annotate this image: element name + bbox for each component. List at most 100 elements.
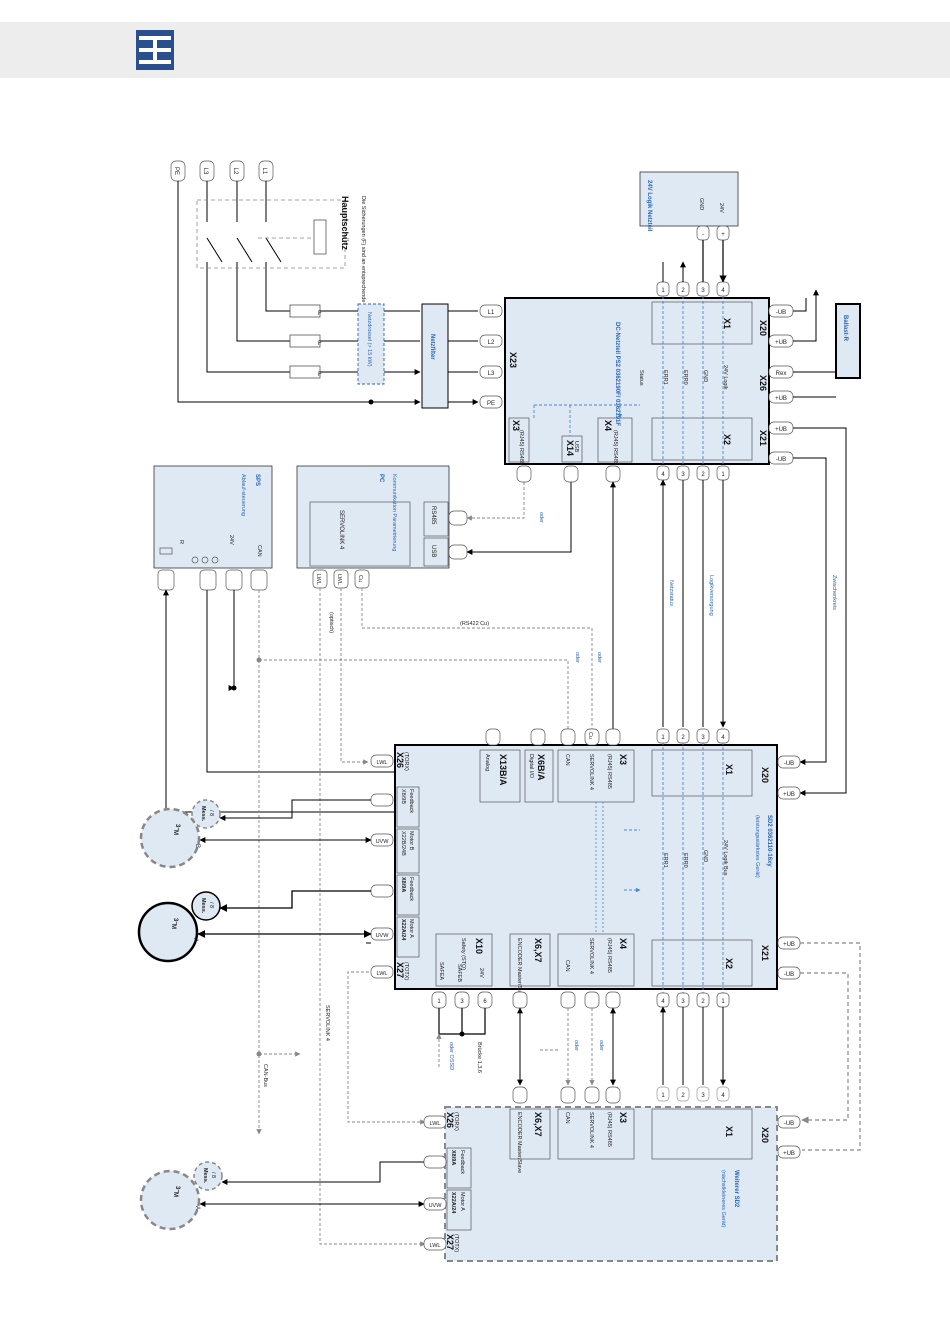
sd2-x21: X21 bbox=[760, 945, 770, 961]
sd2-x3: X3 bbox=[618, 754, 628, 765]
ps2-x1: X1 bbox=[722, 318, 732, 329]
zwischenkreis-label: Zwischenkreis bbox=[831, 575, 837, 610]
sd2b-torx: (TORX) bbox=[453, 1112, 459, 1131]
sd2-digital: Digital I/O bbox=[528, 754, 534, 779]
svg-text:+UB: +UB bbox=[783, 792, 795, 798]
fuse-label-3: F bbox=[318, 372, 322, 378]
contactor-coil bbox=[313, 219, 327, 255]
ps2-x21: X21 bbox=[758, 430, 768, 446]
fuse-label-1: F bbox=[318, 311, 322, 317]
oder-label-4: oder bbox=[573, 1040, 579, 1051]
sd2-encoder: ENCODER Master/Slave bbox=[516, 938, 522, 999]
motor-a2-sub: A bbox=[194, 1206, 200, 1210]
ps2-x3-type: (RJ45) RS485 bbox=[518, 430, 524, 465]
motor-a: 3~ M A Mess. / 8 bbox=[137, 891, 221, 963]
ps2-in-l2: L2 bbox=[488, 340, 495, 346]
logic-supply-title: 24V Logik Netzteil bbox=[646, 180, 652, 232]
sd2-x3-type: (RJ45) RS485 bbox=[606, 754, 612, 789]
sd2-analog: Analog bbox=[484, 754, 490, 771]
sd2-servolink-2: SERVOLINK 4 bbox=[588, 938, 594, 974]
sps-subtitle: Ablauf-steuerung bbox=[240, 474, 246, 516]
ps2-x2-pins: 4 3 2 1 bbox=[656, 465, 730, 481]
canbus-label: CAN-Bus bbox=[262, 1064, 268, 1087]
logic-24v-label: 24V bbox=[718, 203, 724, 213]
sd2-motorb: Motor B bbox=[408, 831, 414, 851]
sd2-x1-pins: 1 2 3 4 bbox=[656, 728, 730, 744]
sd2-port-cu: Cu bbox=[587, 732, 593, 739]
svg-text:+UB: +UB bbox=[775, 340, 787, 346]
ps2-dc-terminals: -UB +UB Rex +UB +UB -UB bbox=[768, 304, 794, 465]
mains-filter-label: Netzfilter bbox=[429, 334, 435, 360]
sd2-title: SD2 0362110-16xy bbox=[766, 815, 772, 867]
sd2-x22b: X22B/24B bbox=[400, 831, 406, 856]
phase-label-l3: L3 bbox=[202, 168, 208, 175]
logic-gnd-label: GND bbox=[698, 198, 704, 210]
oder-label-5: oder bbox=[598, 1040, 604, 1051]
logic-supply: 24V Logik Netzteil GND 24V - + bbox=[639, 171, 739, 282]
ps2-in-pe: PE bbox=[487, 401, 495, 407]
svg-text:1: 1 bbox=[661, 288, 665, 294]
fuses: F F F bbox=[289, 304, 322, 379]
motor-a2: 3~ M A Mess. / 8 bbox=[139, 1161, 223, 1231]
pc-port-cu: Cu bbox=[357, 575, 363, 582]
svg-text:+UB: +UB bbox=[783, 1151, 795, 1157]
sd2b-x1: X1 bbox=[724, 1126, 734, 1137]
phase-label-pe: PE bbox=[173, 167, 179, 175]
sps-title: SPS bbox=[254, 474, 260, 486]
sd2b-can: CAN bbox=[564, 1112, 570, 1124]
pc-port-lwl2: LWL bbox=[336, 574, 342, 585]
fuse-note: Die Sicherungen (F) sind an entsprechend… bbox=[360, 196, 366, 354]
svg-text:3: 3 bbox=[460, 999, 464, 1005]
sd2b-title: Weiterer SD2 bbox=[733, 1170, 739, 1208]
pc-subtitle: Kommunikation Parametrierung bbox=[391, 474, 397, 551]
sd2-motora: Motor A bbox=[408, 919, 414, 938]
rs422-label: (RS422 Cu) bbox=[460, 621, 489, 627]
ps2-x1-pins: 1 2 3 4 bbox=[656, 281, 730, 297]
motor-b-letter: M bbox=[172, 830, 178, 835]
sps-box: SPS Ablauf-steuerung CAN 24V R bbox=[153, 465, 273, 591]
pc-box: PC Kommunikation Parametrierung SERVOLIN… bbox=[296, 465, 468, 589]
svg-text:1: 1 bbox=[661, 1093, 665, 1099]
bruecke-label: Brücke 1,3,6 bbox=[476, 1042, 482, 1073]
sd2-x20: X20 bbox=[760, 767, 770, 783]
company-logo-icon bbox=[136, 30, 174, 70]
sd2-feedback-a: Feedback bbox=[408, 877, 414, 901]
sd2b-port-lwl1: LWL bbox=[430, 1121, 441, 1127]
sd2-x89a: X8/9A bbox=[400, 877, 406, 892]
ps2-x3: X3 bbox=[511, 420, 521, 431]
ps2-sig-err0: ERR0 bbox=[682, 370, 688, 385]
oder-label-1: oder bbox=[538, 512, 544, 523]
sd2-x2: X2 bbox=[724, 958, 734, 969]
sd2-x6b: X6B/A bbox=[536, 754, 546, 781]
sd2-servolink: SERVOLINK 4 bbox=[588, 754, 594, 790]
sd2-subtitle: (leistungsstärkstes Gerät) bbox=[754, 815, 760, 878]
oder-label-3: oder bbox=[596, 652, 602, 663]
sd2b-x20: X20 bbox=[760, 1127, 770, 1143]
motor-a2-phase: 3~ bbox=[174, 1186, 180, 1193]
sd2b-port-lwl2: LWL bbox=[430, 1243, 441, 1249]
sd2-sig-24v: 24V Logik Bus bbox=[722, 840, 728, 876]
sd2-can-2: CAN bbox=[564, 960, 570, 972]
motor-a-phase: 3~ bbox=[172, 918, 178, 925]
mains-filter-box bbox=[421, 303, 449, 409]
sd2b-encoder: ENCODER Master/Slave bbox=[516, 1112, 522, 1173]
sd2-24v: 24V bbox=[478, 968, 484, 978]
sd2b-uvw: UVW bbox=[429, 1203, 443, 1209]
svg-text:-UB: -UB bbox=[776, 310, 786, 316]
motor-a2-letter: M bbox=[172, 1192, 178, 1197]
sd2-uvw-b: UVW bbox=[376, 839, 390, 845]
sd2-safea: SAFEA bbox=[438, 962, 444, 980]
ps2-x4: X4 bbox=[603, 420, 613, 431]
sd2b-servolink: SERVOLINK 4 bbox=[588, 1112, 594, 1148]
motor-a-letter: M bbox=[170, 924, 176, 929]
sd2b-x89a: X8/9A bbox=[450, 1150, 456, 1165]
sd2-can: CAN bbox=[564, 754, 570, 766]
ps2-sig-24v: 24V Logik bbox=[722, 365, 728, 390]
sd2-x13: X13B/A bbox=[498, 754, 508, 786]
logic-minus: - bbox=[702, 232, 704, 238]
sd2-feedback-b: Feedback bbox=[408, 789, 414, 813]
phase-label-l1: L1 bbox=[261, 168, 267, 175]
fuse-label-2: F bbox=[318, 341, 322, 347]
sd2-x89b: X8/9B bbox=[400, 789, 406, 804]
